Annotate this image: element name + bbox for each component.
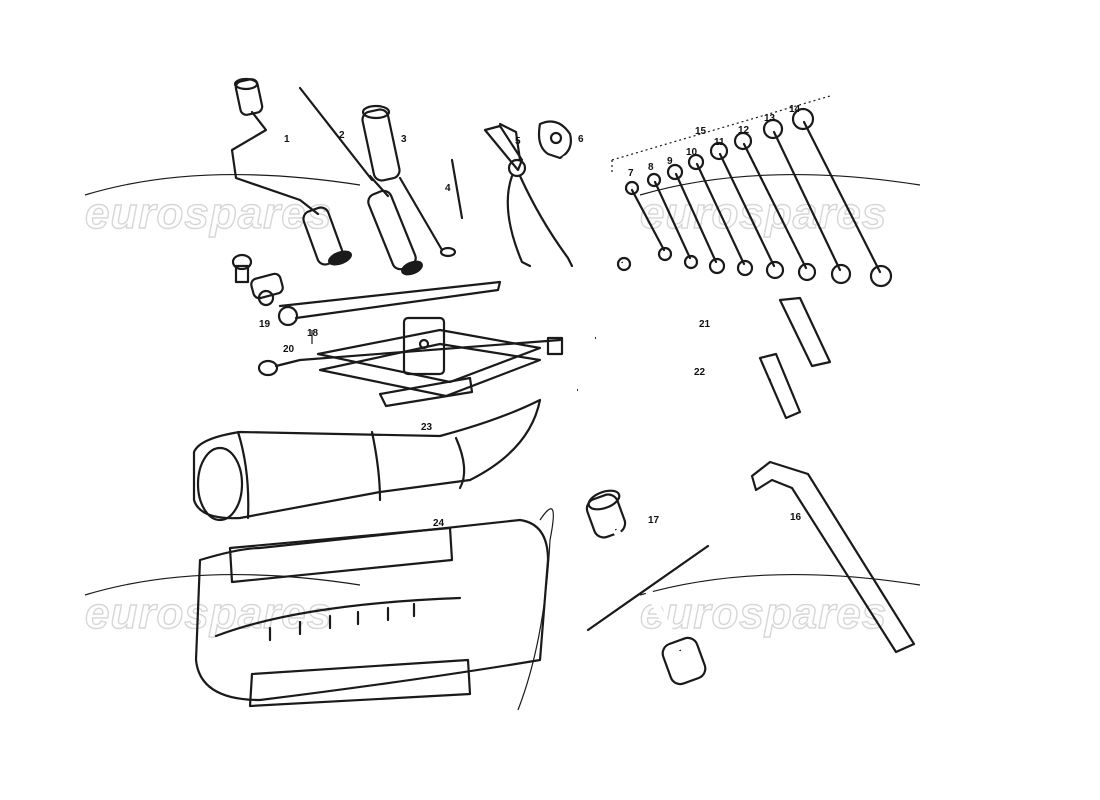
part-9-spanner: [666, 163, 726, 275]
part-1-crank-handle: [230, 77, 352, 266]
part-22-t-bar: [576, 352, 802, 420]
label-12: 12: [738, 125, 750, 136]
watermark-top-left: eurospares: [84, 173, 361, 239]
part-5-pliers: [483, 122, 574, 268]
svg-text:eurospares: eurospares: [640, 189, 887, 238]
label-10: 10: [686, 147, 698, 158]
label-23: 23: [421, 422, 433, 433]
label-7: 7: [628, 168, 634, 179]
label-14: 14: [789, 104, 801, 115]
part-17-wheel-brace: [585, 489, 710, 686]
watermark-top-right: eurospares: [639, 173, 921, 239]
part-4-tommy-bar: [450, 158, 464, 220]
label-2: 2: [339, 130, 345, 141]
part-23-tool-roll: [192, 398, 542, 522]
label-22: 22: [694, 367, 706, 378]
part-10-spanner: [687, 153, 754, 277]
part-2-screwdriver: [298, 86, 423, 276]
part-11-spanner: [709, 141, 785, 280]
label-13: 13: [764, 113, 776, 124]
label-24: 24: [433, 518, 445, 529]
part-14-spanner: [791, 107, 893, 288]
part-19-jack-handle: [231, 253, 502, 327]
label-15: 15: [695, 126, 707, 137]
part-16-hex-key: [750, 460, 916, 654]
part-20-scissor-jack: [257, 316, 564, 408]
part-8-spanner: [646, 172, 699, 270]
svg-text:eurospares: eurospares: [640, 589, 887, 638]
part-21-t-bar: [594, 296, 832, 368]
label-6: 6: [578, 134, 584, 145]
part-15-spanner-set: [611, 95, 831, 172]
label-11: 11: [714, 137, 725, 148]
part-7-spanner: [624, 180, 673, 262]
label-3: 3: [401, 134, 407, 145]
label-8: 8: [648, 162, 654, 173]
label-18: 18: [307, 328, 319, 339]
part-3-box-spanner: [361, 104, 457, 258]
svg-text:eurospares: eurospares: [85, 189, 332, 238]
part-6-adjustable-wrench: [537, 120, 632, 272]
label-16: 16: [790, 512, 802, 523]
label-4: 4: [445, 183, 451, 194]
watermark-bottom-right: eurospares: [639, 573, 921, 639]
label-20: 20: [283, 344, 295, 355]
label-17: 17: [648, 515, 660, 526]
part-labels: 1 2 3 4 5 6 7 8 9 10 11 12 13 14 15 16 1…: [259, 104, 802, 529]
label-9: 9: [667, 156, 673, 167]
watermark-bottom-left: eurospares: [84, 573, 361, 639]
label-21: 21: [699, 319, 711, 330]
label-19: 19: [259, 319, 271, 330]
label-1: 1: [284, 134, 290, 145]
part-12-spanner: [733, 131, 817, 282]
label-5: 5: [515, 136, 521, 147]
part-13-spanner: [762, 118, 852, 285]
part-24-tool-bag: [194, 508, 554, 711]
svg-text:eurospares: eurospares: [85, 589, 332, 638]
